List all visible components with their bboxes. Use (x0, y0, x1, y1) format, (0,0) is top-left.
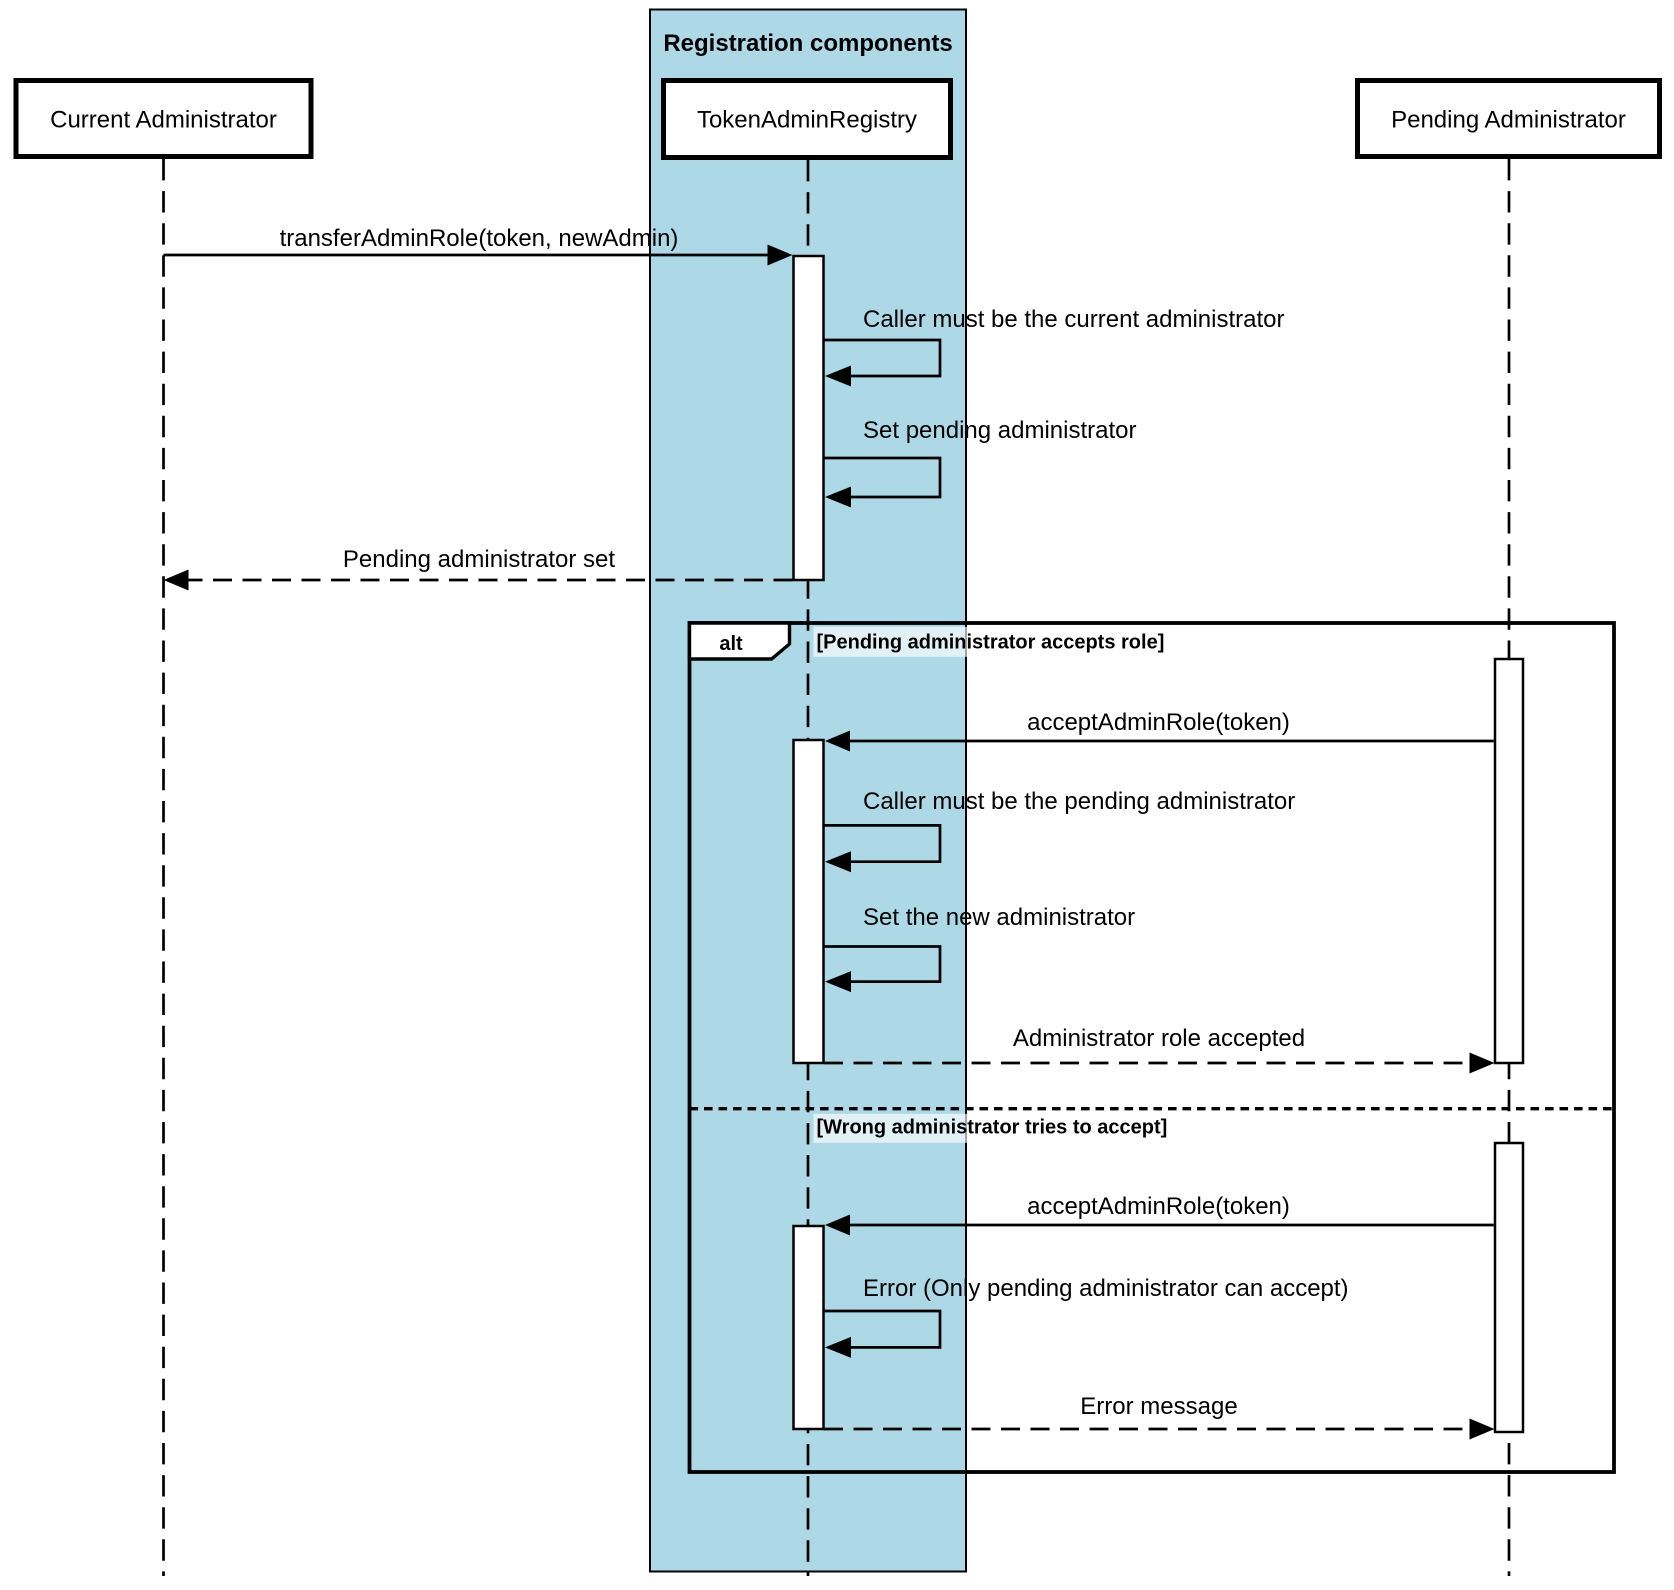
svg-text:acceptAdminRole(token): acceptAdminRole(token) (1027, 1193, 1290, 1220)
svg-text:[Wrong administrator tries to: [Wrong administrator tries to accept] (817, 1117, 1168, 1139)
svg-text:TokenAdminRegistry: TokenAdminRegistry (697, 107, 917, 134)
svg-text:Administrator role accepted: Administrator role accepted (1013, 1025, 1305, 1052)
svg-text:acceptAdminRole(token): acceptAdminRole(token) (1027, 709, 1290, 736)
svg-text:Error (Only pending administra: Error (Only pending administrator can ac… (863, 1275, 1349, 1302)
svg-text:Caller must be the pending adm: Caller must be the pending administrator (863, 788, 1295, 815)
svg-text:Registration components: Registration components (663, 30, 952, 57)
svg-text:Caller must be the current adm: Caller must be the current administrator (863, 306, 1285, 333)
svg-text:Set the new administrator: Set the new administrator (863, 904, 1135, 931)
svg-text:transferAdminRole(token, newAd: transferAdminRole(token, newAdmin) (280, 225, 679, 252)
svg-text:Pending administrator set: Pending administrator set (343, 546, 615, 573)
svg-text:Current Administrator: Current Administrator (50, 107, 277, 134)
svg-text:Set pending administrator: Set pending administrator (863, 417, 1137, 444)
svg-text:Pending Administrator: Pending Administrator (1391, 107, 1626, 134)
svg-text:alt: alt (719, 633, 743, 655)
svg-text:[Pending administrator accepts: [Pending administrator accepts role] (817, 632, 1165, 654)
svg-text:Error message: Error message (1080, 1393, 1237, 1420)
